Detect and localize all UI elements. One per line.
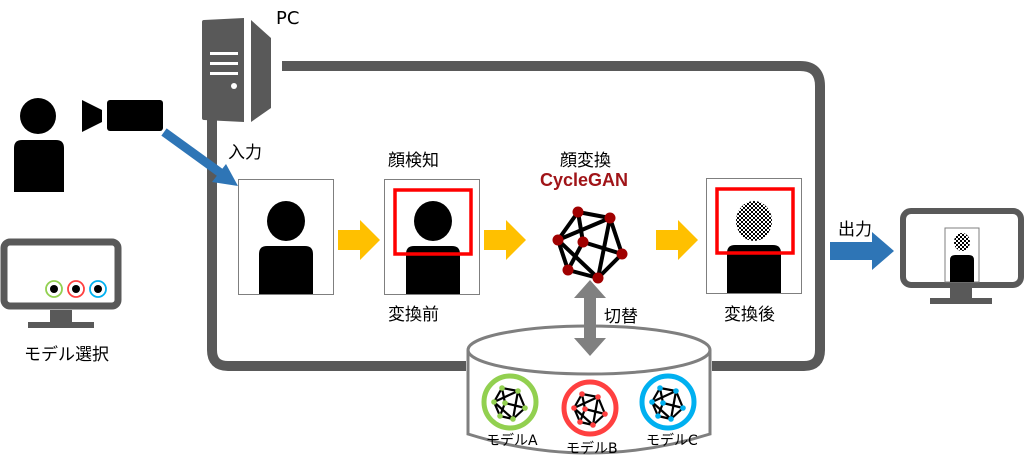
face-detection-label: 顔検知 — [388, 151, 439, 171]
network-edge — [516, 390, 527, 409]
input-frame — [238, 179, 334, 295]
network-node — [657, 385, 663, 391]
model-b-icon[interactable] — [560, 378, 620, 438]
network-node — [491, 399, 497, 405]
converted-person — [715, 187, 795, 293]
network-node — [595, 394, 601, 400]
neural-network-icon — [552, 206, 628, 284]
network-edge — [651, 390, 677, 403]
model-ring — [481, 373, 539, 431]
network-edge — [573, 407, 594, 426]
network-edge — [584, 407, 606, 416]
network-node — [579, 391, 585, 397]
pc-tower-icon — [202, 18, 271, 122]
network-node — [515, 388, 521, 394]
network-node — [660, 400, 666, 406]
model-a-label: モデルA — [486, 433, 538, 449]
mini-model-a-icon — [45, 280, 63, 298]
network-edge — [573, 396, 599, 409]
network-edge — [493, 390, 519, 403]
network-node — [668, 416, 674, 422]
network-node — [655, 413, 661, 419]
face-bounding-box — [393, 188, 473, 256]
model-a-icon[interactable] — [480, 372, 540, 432]
network-node — [602, 411, 608, 417]
input-label: 入力 — [228, 143, 262, 163]
network-edge — [504, 401, 526, 410]
switch-arrow — [574, 280, 606, 356]
face-conversion-label: 顔変換 — [560, 151, 611, 171]
network-node — [499, 385, 505, 391]
model-b-label: モデルB — [566, 441, 618, 457]
output-monitor-icon — [900, 208, 1024, 304]
model-c-icon[interactable] — [638, 372, 698, 432]
input-arrow — [161, 128, 238, 186]
switch-arrow-tip — [574, 324, 606, 356]
network-node — [571, 405, 577, 411]
model-ring — [639, 373, 697, 431]
after-label: 変換後 — [724, 305, 775, 325]
network-edge — [674, 390, 685, 409]
before-label: 変換前 — [388, 305, 439, 325]
network-edge — [662, 401, 684, 410]
network-edge — [651, 401, 672, 420]
network-node — [590, 422, 596, 428]
network-node — [497, 413, 503, 419]
output-label: 出力 — [838, 220, 872, 240]
network-node — [502, 400, 508, 406]
flow-arrow-1 — [338, 220, 380, 260]
network-node — [680, 405, 686, 411]
person-silhouette — [393, 188, 473, 294]
model-select-monitor-icon — [0, 238, 122, 328]
converted-frame — [706, 178, 802, 294]
face-bounding-box — [715, 187, 795, 255]
user-icon — [14, 98, 64, 192]
pc-label: PC — [276, 8, 300, 29]
network-node — [582, 406, 588, 412]
model-c-label: モデルC — [646, 433, 698, 449]
model-ring — [561, 379, 619, 437]
cyclegan-label: CycleGAN — [540, 170, 629, 190]
model-select-label: モデル選択 — [24, 345, 109, 365]
anonymized-face — [736, 201, 772, 241]
network-node — [510, 416, 516, 422]
video-camera-icon — [82, 100, 163, 132]
switch-label: 切替 — [604, 307, 638, 327]
mini-model-b-icon — [67, 280, 85, 298]
network-node — [649, 399, 655, 405]
mini-model-c-icon — [89, 280, 107, 298]
flow-arrow-3 — [656, 220, 698, 260]
network-edge — [493, 401, 514, 420]
output-arrow — [830, 232, 894, 270]
network-node — [522, 405, 528, 411]
network-node — [673, 388, 679, 394]
detection-frame — [384, 179, 480, 295]
network-edge — [596, 396, 607, 415]
network-node — [577, 419, 583, 425]
flow-arrow-2 — [484, 220, 526, 260]
person-silhouette — [259, 201, 313, 294]
